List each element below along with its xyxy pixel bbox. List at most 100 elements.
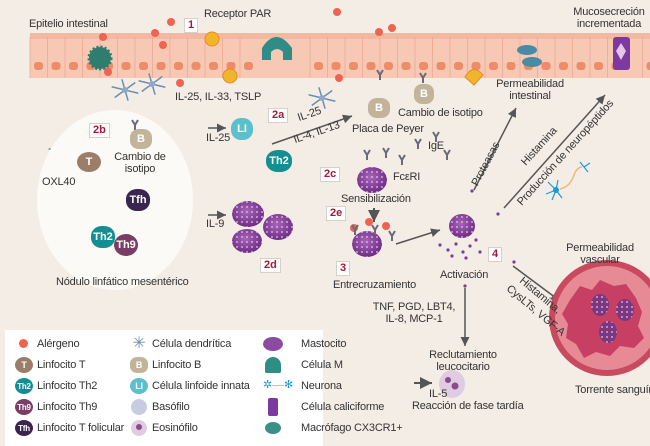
epithelial-nucleus xyxy=(156,62,166,70)
epithelial-nucleus xyxy=(139,62,148,70)
step-2a: 2a xyxy=(268,108,289,123)
dendritic-cell-icon: ✳ xyxy=(132,335,146,352)
legend-item-b-cell: B Linfocito B xyxy=(130,357,201,373)
ige-antibody xyxy=(371,224,379,235)
mediator-granule xyxy=(464,256,468,260)
label-activation: Activación xyxy=(440,269,489,281)
step-2c: 2c xyxy=(320,167,341,182)
ilc-icon: LI xyxy=(130,378,148,394)
tfh-cell-icon: Tfh xyxy=(15,420,33,436)
allergen xyxy=(333,8,341,16)
neuron xyxy=(545,161,591,201)
label-il25-ilc: IL-25 xyxy=(206,132,231,144)
step-3: 3 xyxy=(336,261,351,276)
legend-item-th9: Th9 Linfocito Th9 xyxy=(15,399,97,415)
label-mediators: TNF, PGD, LBT4, IL-8, MCP-1 xyxy=(372,301,456,325)
ige-antibody xyxy=(351,224,359,235)
epithelial-nucleus xyxy=(436,62,446,70)
b-cell-top: B xyxy=(414,84,434,104)
epithelial-nucleus xyxy=(489,62,498,70)
mediator-granule xyxy=(454,242,458,246)
macrophage xyxy=(87,45,113,71)
epithelial-nucleus xyxy=(594,62,603,70)
eosinophil-icon xyxy=(130,420,148,436)
legend-item-m-cell: Célula M xyxy=(263,357,343,373)
epithelial-nucleus xyxy=(419,62,428,70)
label-bloodstream: Torrente sanguíneo xyxy=(575,384,650,396)
ige-antibody xyxy=(398,154,406,165)
tight-junction xyxy=(517,45,542,67)
neuron-icon: ✲✻ xyxy=(263,379,294,391)
t-cell-node: T xyxy=(77,152,101,172)
epithelial-nucleus xyxy=(331,62,341,70)
legend-item-th2: Th2 Linfocito Th2 xyxy=(15,378,97,394)
epithelial-nucleus xyxy=(506,62,516,70)
allergen xyxy=(335,74,343,82)
label-late-phase: Reacción de fase tardía xyxy=(412,400,524,412)
basophil-icon xyxy=(130,399,148,415)
allergen xyxy=(382,222,390,230)
arrow-vascular xyxy=(512,265,561,302)
mediator-granule xyxy=(478,250,482,254)
legend-item-mast-cell: Mastocito xyxy=(263,336,346,352)
b-cell-icon: B xyxy=(130,357,148,373)
label-fceri: FcεRI xyxy=(393,171,421,183)
mediator-granule xyxy=(463,284,467,288)
epithelial-nucleus xyxy=(349,62,358,70)
mediator-granule xyxy=(438,243,442,247)
ilc-cell: LI xyxy=(231,118,253,140)
th9-cell-icon: Th9 xyxy=(15,399,33,415)
allergen-icon xyxy=(15,336,33,352)
epithelial-nucleus xyxy=(121,62,131,70)
epithelial-nucleus xyxy=(384,62,393,70)
mediator-granule xyxy=(512,260,516,264)
label-lymph-node: Nódulo linfático mesentérico xyxy=(56,276,189,288)
b-cell-peyer: B xyxy=(368,98,390,118)
label-intestinal-permeability: Permeabilidad intestinal xyxy=(496,78,564,102)
epithelial-nucleus xyxy=(559,62,568,70)
label-node-isotype-switch: Cambio de isotipo xyxy=(114,151,166,175)
legend-item-t-cell: T Linfocito T xyxy=(15,357,86,373)
legend-item-eosinophil: Eosinófilo xyxy=(130,420,198,436)
goblet-cell-icon xyxy=(263,398,285,416)
eosinophil xyxy=(439,370,465,398)
step-2b: 2b xyxy=(89,123,110,138)
mast-cell-icon xyxy=(263,336,285,352)
ige-antibody xyxy=(376,69,384,80)
label-peyer-patch: Placa de Peyer xyxy=(352,123,424,135)
label-il5: IL-5 xyxy=(429,388,448,400)
epithelial-nucleus xyxy=(191,62,201,70)
label-mucus: Mucosecreción incrementada xyxy=(573,6,645,30)
legend-item-basophil: Basófilo xyxy=(130,399,190,415)
ige-antibody xyxy=(419,72,427,83)
legend-item-goblet: Célula caliciforme xyxy=(263,398,384,416)
legend-item-macrophage: Macrófago CX3CR1+ xyxy=(263,420,403,436)
label-sensitization: Sensibilización xyxy=(341,193,411,205)
allergen xyxy=(365,218,373,226)
ige-antibody xyxy=(432,131,440,142)
label-ige: IgE xyxy=(428,140,444,152)
epithelial-nucleus xyxy=(244,62,253,70)
allergen xyxy=(176,79,184,87)
mediator-granule xyxy=(468,244,472,248)
allergen xyxy=(388,24,396,32)
mediator-granule xyxy=(446,248,450,252)
t-cell-icon: T xyxy=(15,357,33,373)
step-2e: 2e xyxy=(326,206,347,221)
intestinal-epithelium xyxy=(29,33,650,78)
tfh-cell: Tfh xyxy=(126,189,150,211)
th2-cell-icon: Th2 xyxy=(15,378,33,394)
label-isotype-switch-top: Cambio de isotipo xyxy=(398,107,483,119)
m-cell xyxy=(262,37,292,60)
label-vascular-permeability: Permeabilidad vascular xyxy=(566,242,634,266)
allergen xyxy=(159,41,167,49)
ige-antibody xyxy=(382,147,390,158)
th2-cell: Th2 xyxy=(266,150,292,172)
allergen xyxy=(375,28,383,36)
epithelial-nucleus xyxy=(401,62,411,70)
arrow-proteases xyxy=(473,107,517,191)
epithelial-nucleus xyxy=(51,62,61,70)
ige-antibody xyxy=(363,149,371,160)
epithelial-nucleus xyxy=(314,62,323,70)
